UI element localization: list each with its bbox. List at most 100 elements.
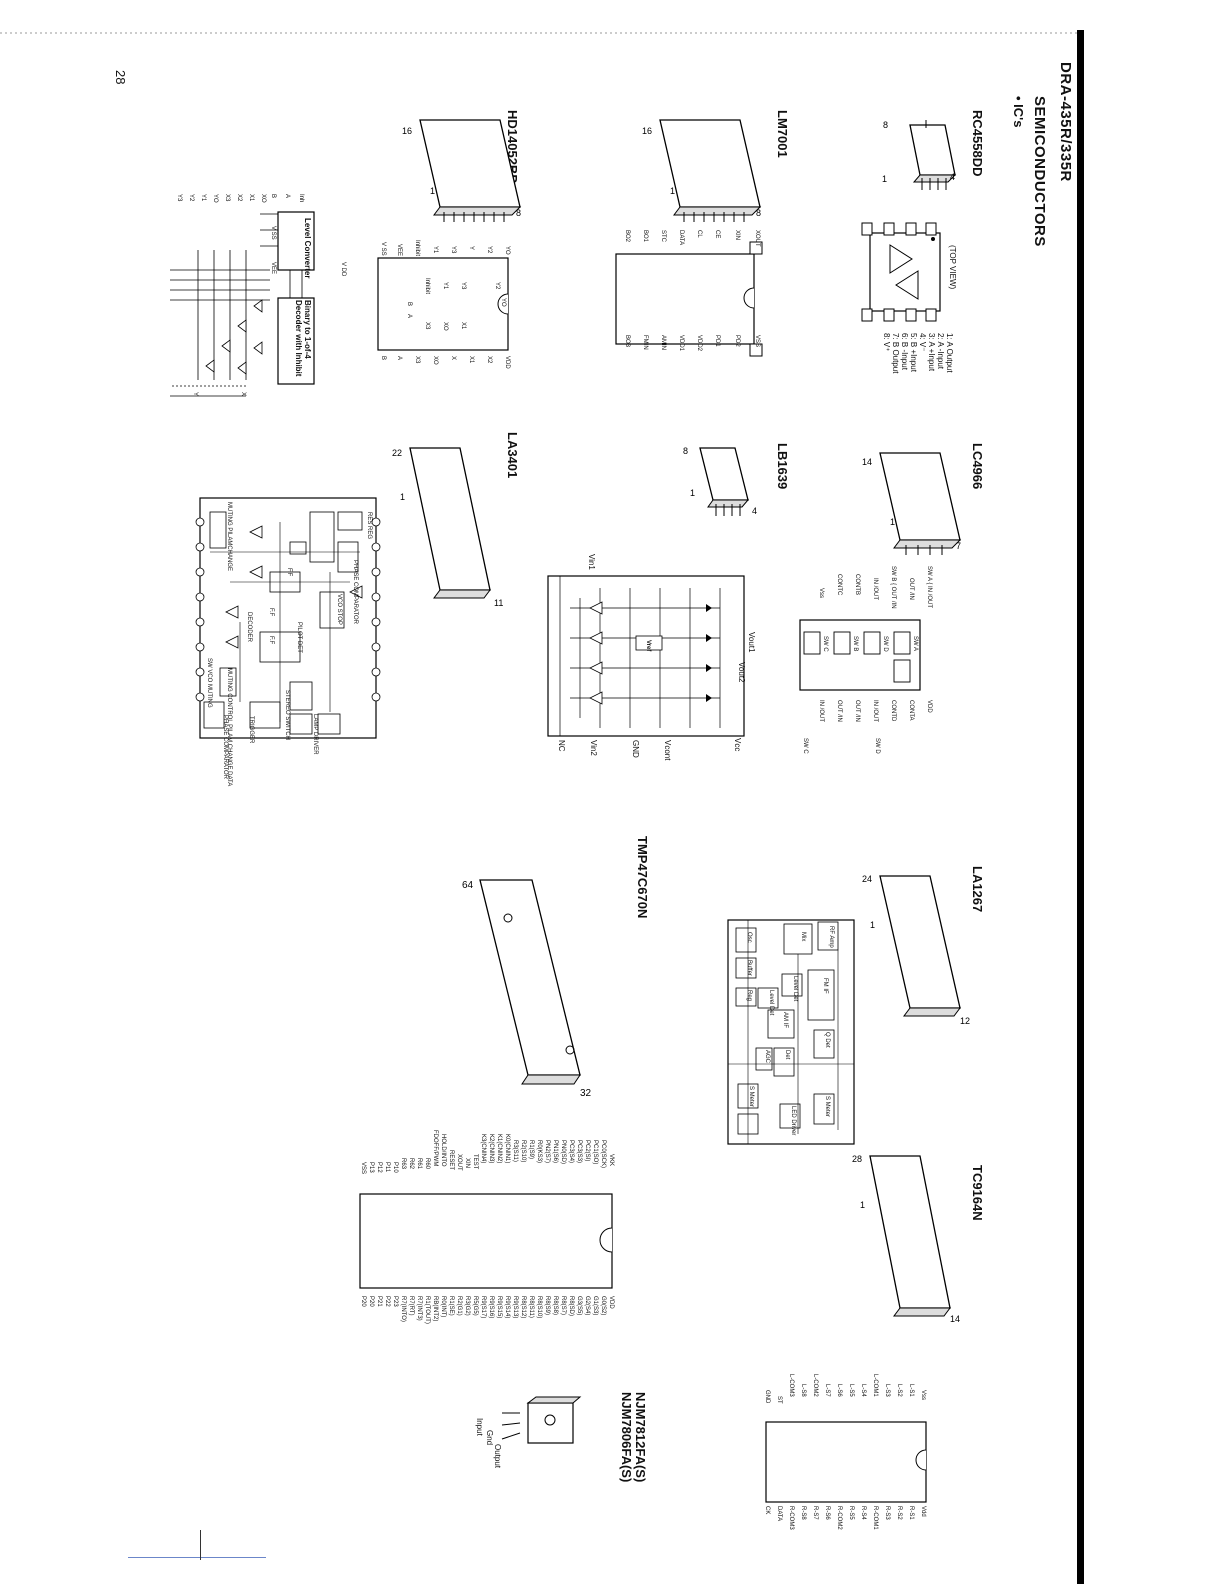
tmp47-pin-1: VKK [608, 1154, 614, 1167]
hd14052-inner-y2: Y2 [494, 282, 500, 290]
la1267-fm-if: FM IF [822, 978, 828, 994]
njm-pin-input: Input [475, 1418, 484, 1436]
hd14052-left-pins: YO Y2 Y Y3 Y1 Inhibit VEE V SS [370, 240, 520, 260]
lm7001-pin-xout: XOUT [754, 230, 760, 247]
tc9164-pin-19: R-S7 [812, 1506, 818, 1520]
bottom-rule [128, 1557, 266, 1558]
ic-title-lc4966: LC4966 [970, 443, 985, 490]
hd14052-vee-label: VEE [270, 262, 276, 275]
hd14052-inner-y1: Y1 [442, 282, 448, 290]
hd14052-pin16: 16 [402, 126, 412, 136]
tmp47-pin-45: R2(G1) [456, 1296, 462, 1316]
lc4966-pin-3: SW B { OUT /IN [890, 566, 896, 609]
tmp47-pin-59: R8(SD) [568, 1296, 574, 1317]
subsection-title: • IC's [1011, 96, 1026, 128]
lc4966-pin7: 7 [956, 541, 961, 551]
tmp47-pin-36: P22 [384, 1296, 390, 1307]
hd14052-inner-labels: Y2 YO Y3 X1 Y1 XO Inhibit X3 B A [380, 278, 510, 338]
hd14052-pin-y2: Y2 [486, 246, 492, 254]
tmp47-pin-4: PC2(SI) [584, 1140, 590, 1162]
tmp47-pin-33: P20 [360, 1296, 366, 1307]
lm7001-pin-vdd1: VDD1 [678, 335, 684, 352]
lm7001-pin-bo3: BO3 [624, 335, 630, 348]
tc9164-pin-21: R-COM2 [836, 1506, 842, 1530]
rc4558-top-view: (TOP VIEW) [948, 245, 957, 290]
tmp47-pin-3: PC1(SO) [592, 1140, 598, 1165]
tc9164-pin-7: L-S5 [848, 1384, 854, 1397]
ic-title-tc9164n: TC9164N [970, 1165, 985, 1221]
rc4558-pin8: 8 [883, 120, 888, 130]
hd14052-inner-b: B [406, 302, 412, 307]
tc9164-pin-15: CK [764, 1506, 770, 1515]
hd14052-in-b: B [270, 194, 276, 199]
tmp47-pin-25: R61 [416, 1158, 422, 1170]
tc9164-pin-26: R-S2 [896, 1506, 902, 1520]
hd14052-inner-x1: X1 [460, 322, 466, 330]
hd14052-pin-b: B [380, 356, 386, 361]
lc4966-pin-13: CONTA [908, 700, 914, 721]
lm7001-pin-pd2: PD2 [734, 335, 740, 347]
rc4558-pin-4: 4: V⁻ [918, 333, 927, 352]
lb1639-gnd: GND [631, 740, 640, 758]
hd14052-inner-xo: XO [442, 322, 448, 331]
tmp47-pin-7: PN0(SD) [560, 1140, 566, 1165]
hd14052-y3: Y3 [176, 194, 182, 202]
tmp47-pin-14: K0(CNIN1) [504, 1134, 510, 1164]
tmp47-pin-40: R7(INT3) [416, 1296, 422, 1321]
lm7001-pin-xin: XIN [734, 230, 740, 241]
rc4558-pin-2: 2: A -Input [936, 333, 945, 370]
lc4966-switch-a: SW A [912, 636, 918, 652]
tc9164n-package: 28 1 14 [852, 1154, 960, 1324]
lm7001-pin-vdd2: VDD2 [696, 335, 702, 352]
la1267-pin24: 24 [862, 874, 872, 884]
tmp47-pin-9: PN2(S7) [544, 1140, 550, 1164]
tc9164-pin14: 14 [950, 1314, 960, 1324]
lm7001-pinout [615, 241, 763, 357]
tmp47-pin-49: R9(S16) [488, 1296, 494, 1319]
njm-pin-output: Output [493, 1444, 502, 1469]
la3401-block-lamp-driver: LAMP DRIVER [312, 714, 318, 755]
la1267-s-meter1: S Meter [748, 1086, 754, 1108]
tc9164-pin-6: L-S4 [860, 1384, 866, 1397]
tmp47-pin-11: R1(S9) [528, 1140, 534, 1160]
lm7001-pin-pd1: PD1 [714, 335, 720, 347]
tmp47-pin-56: R8(S9) [544, 1296, 550, 1316]
hd14052-vss-label: V SS [270, 226, 276, 240]
tmp47-right-pins: VDD G0(S2) G1(S3) G2(S4) G3(S5) R8(SD) R… [352, 1296, 622, 1356]
tmp47-pin-63: G0(S2) [600, 1296, 606, 1316]
lb1639-vout1: Vout1 [747, 632, 756, 653]
hd14052-pin-x3: X3 [414, 356, 420, 364]
lb1639-vin2: Vin2 [589, 740, 598, 756]
lc4966-pin-9: OUT /IN [836, 700, 842, 722]
ic-title-tmp47c670n: TMP47C670N [635, 836, 650, 919]
tc9164-pin-10: L-COM2 [812, 1374, 818, 1397]
lb1639-circuit [547, 575, 745, 737]
lm7001-pin1: 1 [670, 186, 675, 196]
tmp47-pin-27: R63 [400, 1158, 406, 1170]
la3401-block-ff2: F.F [268, 608, 274, 617]
page-edge-bar [1077, 30, 1084, 1584]
tmp47-pin-61: G2(S4) [584, 1296, 590, 1316]
la1267-am-if: AM IF [782, 1012, 788, 1028]
la1267-led-driver: LED Driver [790, 1106, 796, 1136]
tmp47-pin-37: P23 [392, 1296, 398, 1307]
la3401-block-vco-stop: VCO STOP [336, 594, 342, 625]
la1267-agc: AGC [764, 1050, 770, 1064]
lm7001-right-pins: VSS PD2 PD1 VDD2 VDD1 AMIN FMIN BO3 [612, 335, 772, 355]
lc4966-pin-7: Vss [818, 588, 824, 599]
tc9164-pin-24: R-COM1 [872, 1506, 878, 1530]
tc9164-pin28: 28 [852, 1154, 862, 1164]
tmp47-pin-44: R1(SE) [448, 1296, 454, 1316]
la1267-q-det: Q Det [824, 1032, 830, 1048]
tmp47-pin-62: G1(S3) [592, 1296, 598, 1316]
tmp47-pin-15: K1(CNIN2) [496, 1134, 502, 1164]
la1267-osc: Osc [746, 932, 752, 943]
tmp47-pin-16: K2(CNIN3) [488, 1134, 494, 1164]
hd14052-pin-vee: VEE [396, 244, 402, 257]
hd14052-y2: Y2 [188, 194, 194, 202]
la1267-mix: Mix [800, 932, 806, 942]
hd14052-inner-a: A [406, 314, 412, 319]
rc4558-pin1: 1 [882, 174, 887, 184]
rc4558-pin4: 4 [950, 172, 955, 182]
lc4966-switch-b: SW B [852, 636, 858, 652]
